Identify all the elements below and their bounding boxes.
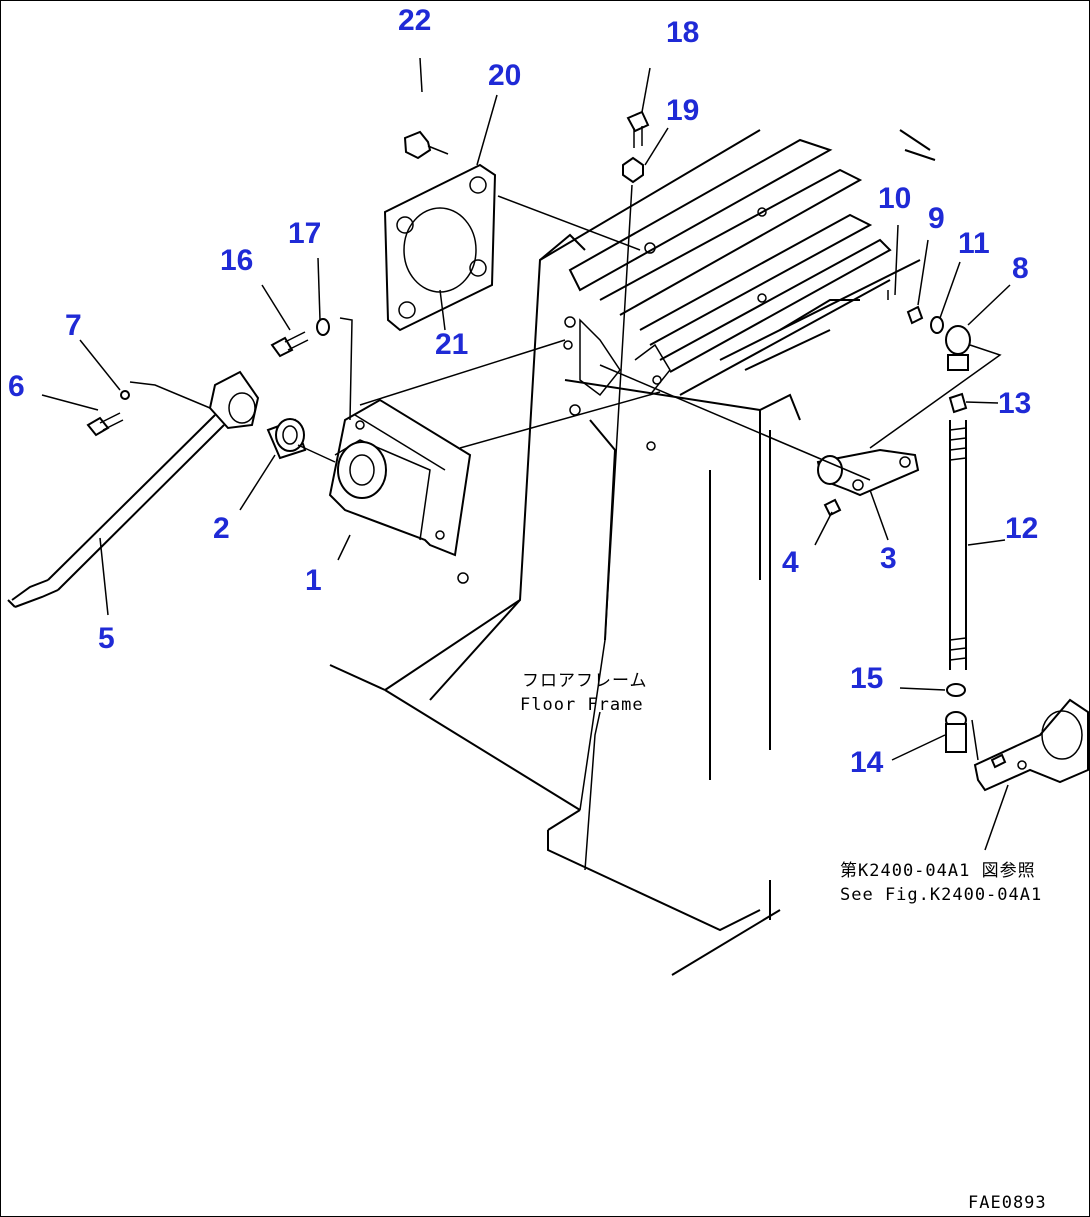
callout-15: 15 [850,662,883,695]
callout-20: 20 [488,59,521,92]
floor-frame-label-jp: フロアフレーム [522,671,648,691]
callout-17: 17 [288,217,321,250]
cover-plate [383,163,497,332]
callout-16: 16 [220,244,253,277]
callout-11: 11 [958,227,990,260]
annotations: フロアフレーム Floor Frame 第K2400-04A1 図参照 See … [520,671,1047,1213]
callout-numbers: 22 20 18 19 17 16 21 7 6 2 1 5 10 9 11 8… [8,4,1038,779]
lever-bolt [86,390,130,437]
see-fig-note-jp: 第K2400-04A1 図参照 [840,861,1036,881]
rod-end-group [887,290,971,371]
callout-6: 6 [8,370,25,403]
arm [816,448,920,517]
lower-rod-end [945,683,967,753]
bracket-housing [328,398,472,557]
callout-14: 14 [850,746,884,779]
callout-9: 9 [928,202,945,235]
reference-lever [973,698,1089,792]
callout-1: 1 [305,564,322,597]
housing-bolt [270,318,330,358]
threaded-rod [948,392,968,670]
cover-bolt [403,130,449,160]
callout-21: 21 [435,328,468,361]
callout-10: 10 [878,182,911,215]
floor-frame-label-en: Floor Frame [520,695,644,715]
callout-13: 13 [998,387,1031,420]
top-bolt [622,110,650,184]
see-fig-note-en: See Fig.K2400-04A1 [840,885,1042,905]
callout-8: 8 [1012,252,1029,285]
callout-19: 19 [666,94,699,127]
figure-code: FAE0893 [968,1193,1047,1213]
callout-18: 18 [666,16,699,49]
callout-4: 4 [782,546,799,579]
callout-5: 5 [98,622,115,655]
bushing [266,418,307,460]
callout-12: 12 [1005,512,1038,545]
leader-lines [41,57,1011,871]
floor-frame [329,129,936,976]
callout-7: 7 [65,309,82,342]
callout-22: 22 [398,4,431,37]
lever-rod [7,370,260,608]
callout-2: 2 [213,512,230,545]
callout-3: 3 [880,542,897,575]
